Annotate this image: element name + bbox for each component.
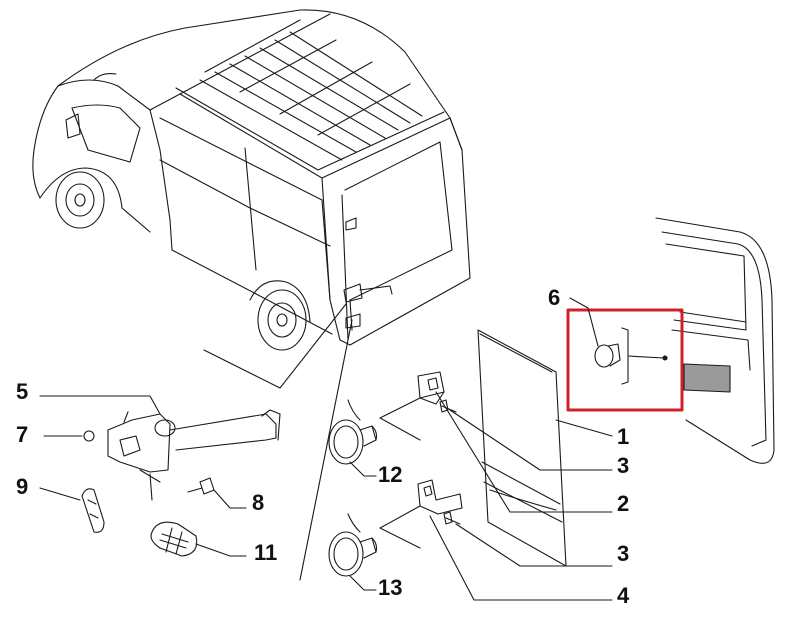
bracket-6 bbox=[621, 327, 629, 385]
callout-1: 1 bbox=[617, 424, 630, 449]
van-illustration bbox=[32, 9, 471, 351]
upper-bracket-part bbox=[417, 371, 457, 413]
callout-3-upper: 3 bbox=[617, 453, 630, 478]
bump-stop-13 bbox=[328, 513, 378, 577]
door-check-strap-5 bbox=[107, 409, 281, 501]
callout-4: 4 bbox=[617, 583, 630, 608]
grommet-9 bbox=[81, 488, 105, 533]
callout-5: 5 bbox=[16, 379, 29, 404]
callout-2: 2 bbox=[617, 491, 630, 516]
callout-11: 11 bbox=[254, 540, 278, 565]
callout-9: 9 bbox=[16, 474, 29, 499]
callout-13: 13 bbox=[378, 575, 403, 600]
rear-door-detail bbox=[655, 217, 775, 464]
lower-bracket-part bbox=[417, 479, 463, 525]
nut-7 bbox=[83, 430, 95, 442]
callout-6: 6 bbox=[548, 285, 561, 310]
highlight-box bbox=[566, 308, 684, 412]
callout-7: 7 bbox=[16, 422, 29, 447]
trim-panel-part bbox=[477, 329, 567, 567]
plug-6 bbox=[594, 343, 621, 368]
seal-plate-11 bbox=[150, 521, 198, 557]
bolt-8 bbox=[187, 477, 215, 495]
callout-3-lower: 3 bbox=[617, 541, 630, 566]
callout-8: 8 bbox=[252, 490, 265, 515]
callout-12: 12 bbox=[378, 462, 403, 487]
bump-stop-12 bbox=[328, 399, 378, 465]
